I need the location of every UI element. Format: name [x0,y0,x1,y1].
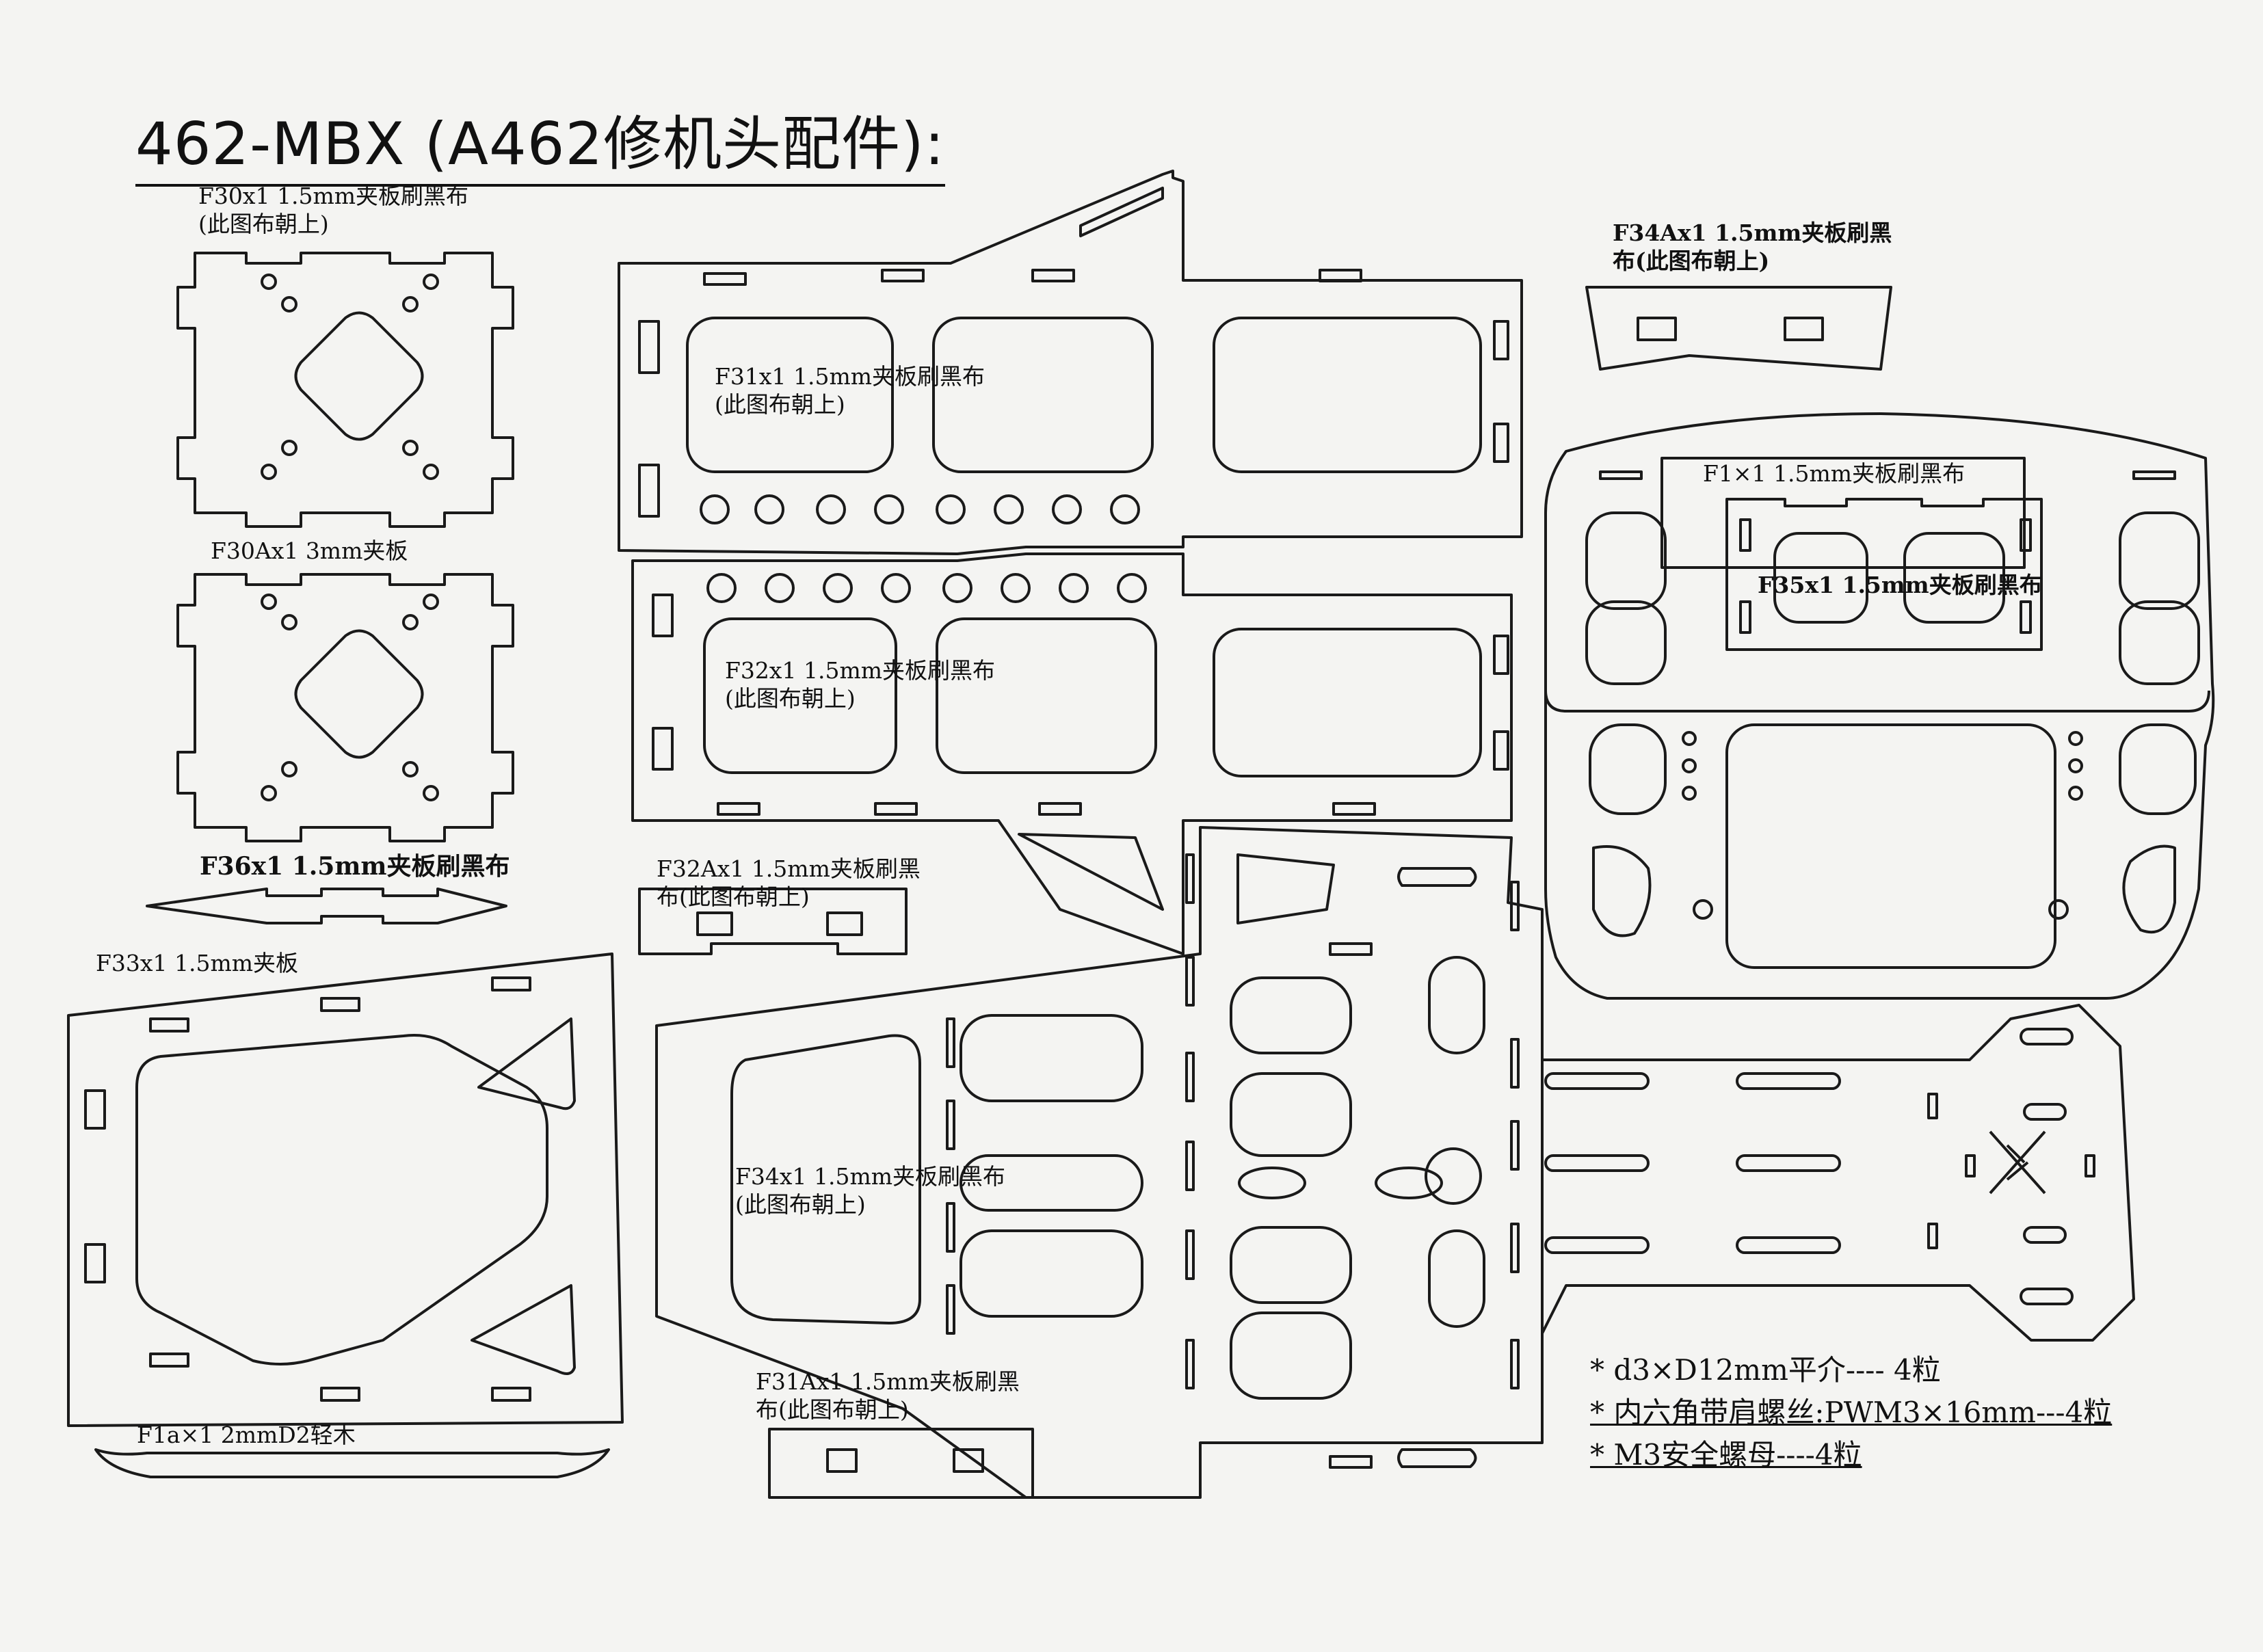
label-f33-line1: F33x1 1.5mm夹板 [96,950,299,976]
label-f30: F30x1 1.5mm夹板刷黑布 (此图布朝上) [198,182,468,239]
label-f36: F36x1 1.5mm夹板刷黑布 [200,851,510,882]
part-tray-outline [1541,957,2135,1443]
label-f31: F31x1 1.5mm夹板刷黑布 (此图布朝上) [715,362,985,419]
part-f32-outline [631,552,1513,955]
page-title: 462-MBX (A462修机头配件): [135,96,945,187]
label-f1-line1: F1×1 1.5mm夹板刷黑布 [1703,460,1966,487]
part-f31-outline [618,170,1523,555]
label-f31a-line2: 布(此图布朝上) [756,1396,909,1424]
label-f30a: F30Ax1 3mm夹板 [211,537,408,565]
label-f34-line2: (此图布朝上) [735,1191,866,1218]
part-f32a-outline [638,888,908,955]
label-f1a-line1: F1a×1 2mmD2轻木 [137,1422,356,1448]
label-f32-line1: F32x1 1.5mm夹板刷黑布 [725,657,996,684]
hardware-line-screw: * 内六角带肩螺丝:PWM3×16mm---4粒 [1590,1396,2113,1429]
label-f35: F35x1 1.5mm夹板刷黑布 [1758,571,2042,599]
part-f36-outline [146,888,507,924]
label-f32a-line1: F32Ax1 1.5mm夹板刷黑 [657,855,921,882]
label-f32-line2: (此图布朝上) [725,685,856,712]
label-f30-line1: F30x1 1.5mm夹板刷黑布 [198,183,469,209]
label-f31a: F31Ax1 1.5mm夹板刷黑 布(此图布朝上) [756,1368,1020,1424]
label-f34-line1: F34x1 1.5mm夹板刷黑布 [735,1163,1006,1190]
part-f33-outline [67,952,624,1427]
part-f1a-outline [94,1448,610,1478]
label-f32a-line2: 布(此图布朝上) [657,883,810,911]
label-f1: F1×1 1.5mm夹板刷黑布 [1703,459,1965,488]
label-f31a-line1: F31Ax1 1.5mm夹板刷黑 [756,1368,1020,1395]
label-f34: F34x1 1.5mm夹板刷黑布 (此图布朝上) [735,1162,1005,1219]
label-f34a-line2: 布(此图布朝上) [1613,248,1770,275]
label-f34a: F34Ax1 1.5mm夹板刷黑 布(此图布朝上) [1613,219,1892,276]
label-f34a-line1: F34Ax1 1.5mm夹板刷黑 [1613,219,1892,246]
label-f36-line1: F36x1 1.5mm夹板刷黑布 [200,852,510,881]
label-f30-line2: (此图布朝上) [198,211,329,238]
part-f34a-outline [1585,286,1892,371]
label-f33: F33x1 1.5mm夹板 [96,949,298,977]
part-f30a-outline [176,573,514,842]
part-f1-outline [1544,412,2215,1000]
label-f31-line2: (此图布朝上) [715,391,845,418]
hardware-line-washer: * d3×D12mm平介---- 4粒 [1590,1353,1941,1387]
label-f35-line1: F35x1 1.5mm夹板刷黑布 [1758,572,2042,598]
label-f31-line1: F31x1 1.5mm夹板刷黑布 [715,363,985,390]
label-f32: F32x1 1.5mm夹板刷黑布 (此图布朝上) [725,656,995,713]
label-f32a: F32Ax1 1.5mm夹板刷黑 布(此图布朝上) [657,855,921,911]
hardware-line-nut: * M3安全螺母----4粒 [1590,1438,1862,1471]
label-f1a: F1a×1 2mmD2轻木 [137,1421,356,1449]
part-f30-outline [176,252,514,528]
part-f35-outline [1725,498,2043,651]
label-f30a-line1: F30Ax1 3mm夹板 [211,537,408,564]
part-f31a-outline [768,1428,1034,1499]
